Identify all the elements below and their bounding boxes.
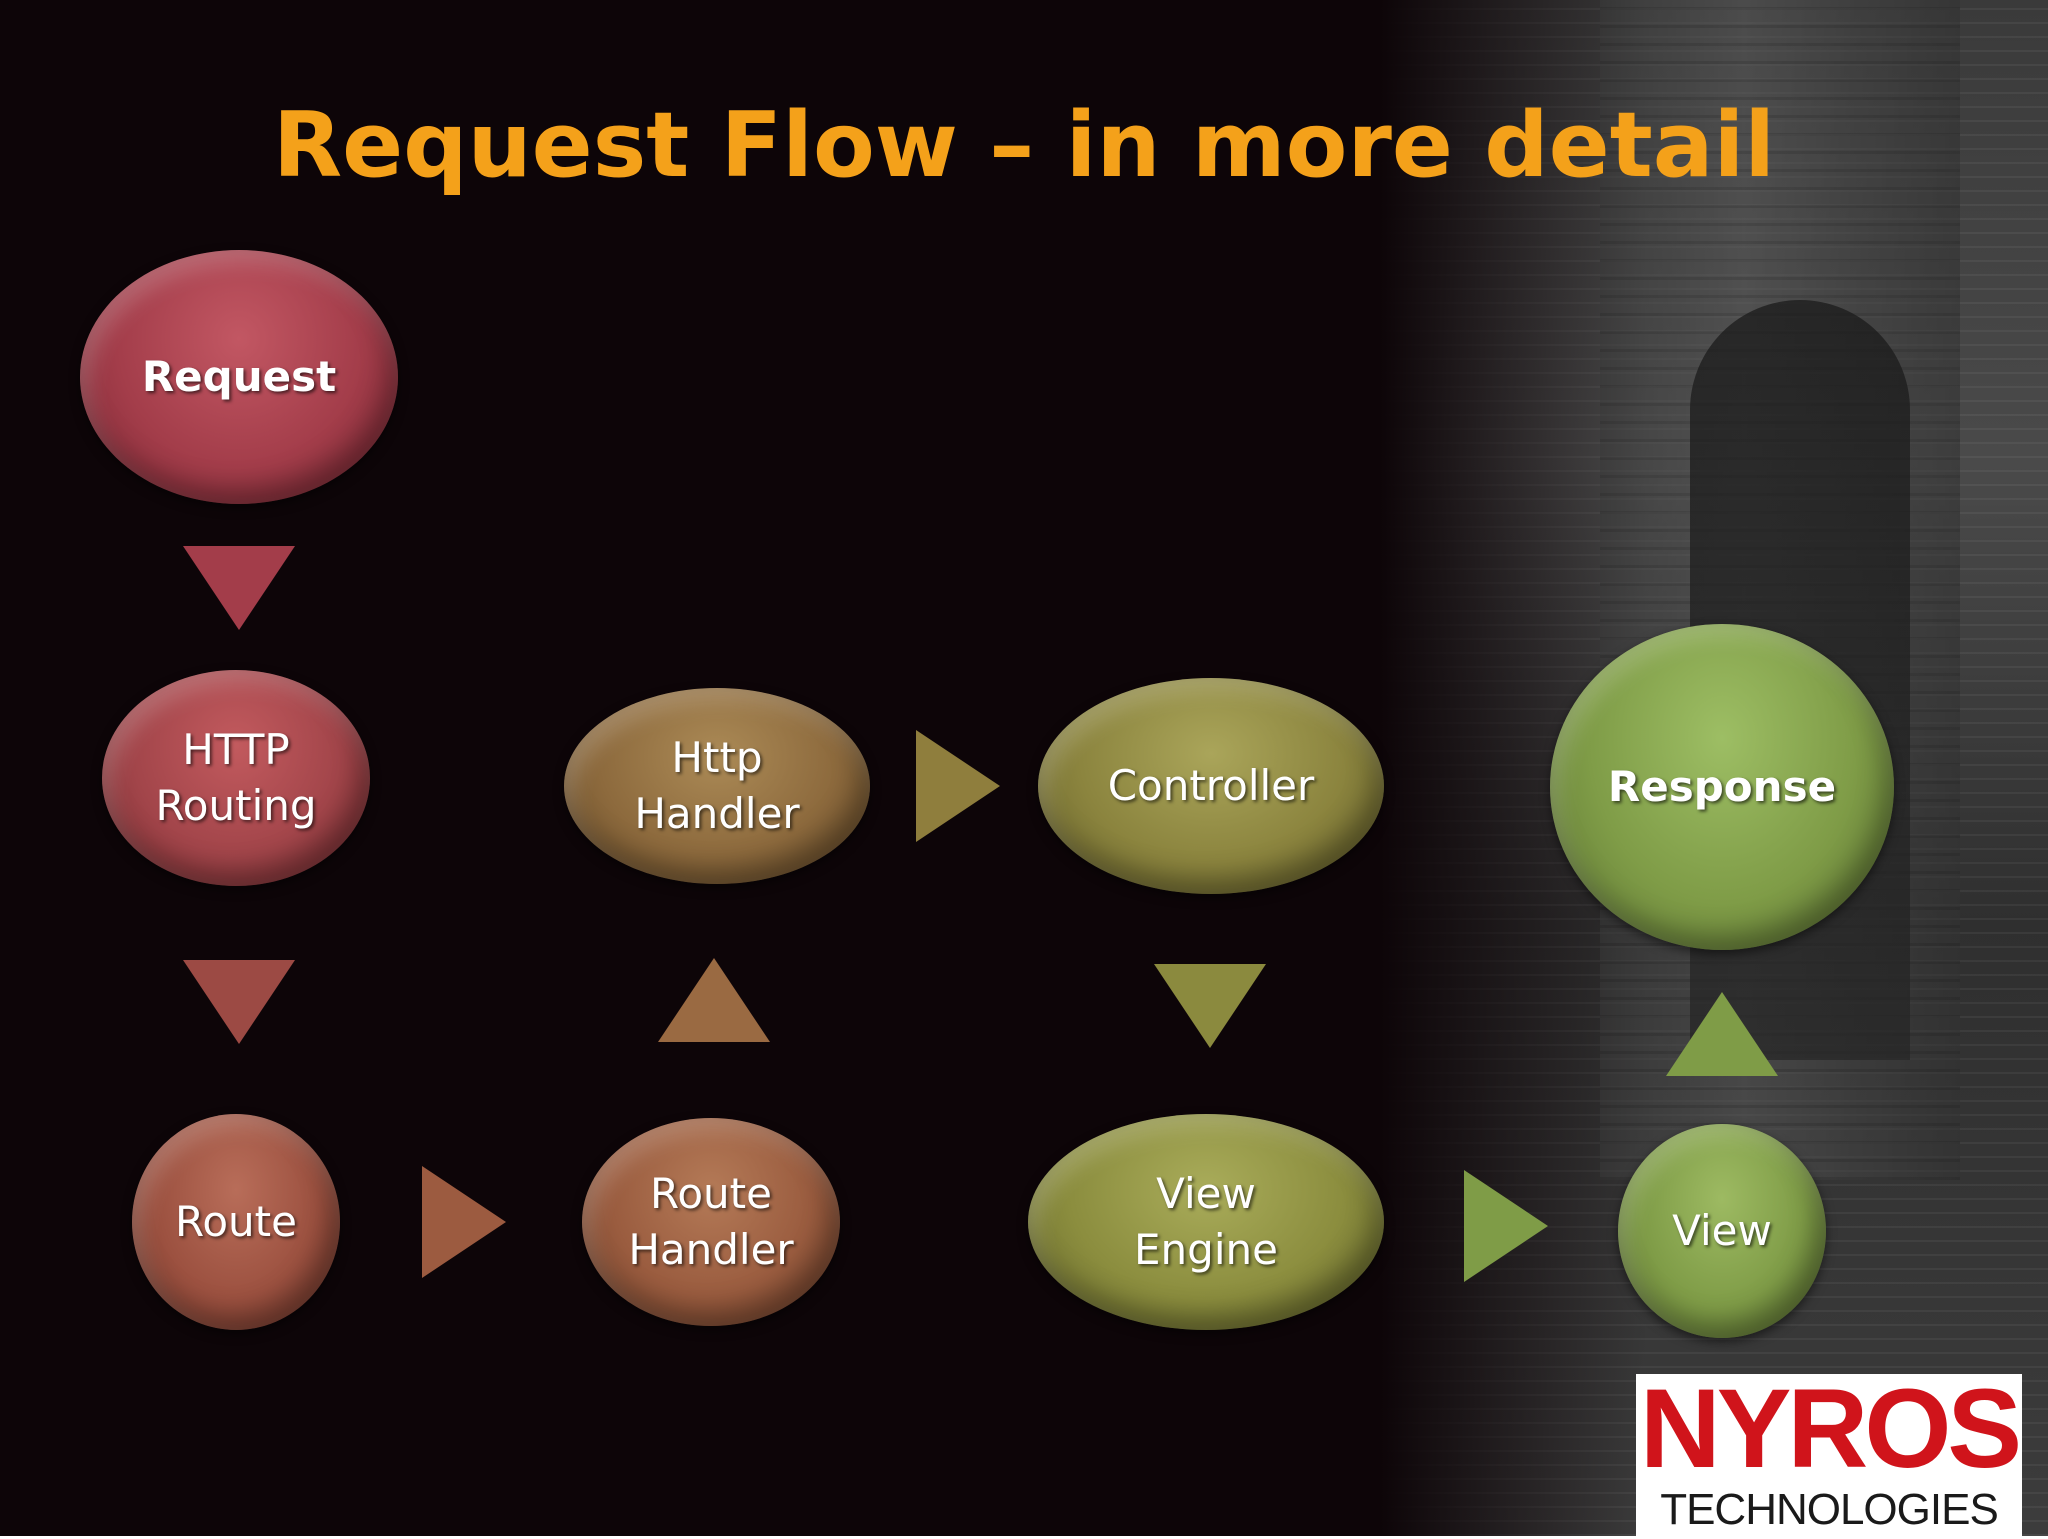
company-logo: NYROS TECHNOLOGIES [1636,1366,2022,1536]
node-controller: Controller [1038,678,1384,894]
arrow-view-engine-to-view [1464,1170,1548,1282]
node-request: Request [80,250,398,504]
node-http-handler: Http Handler [564,688,870,884]
logo-wordmark: NYROS [1639,1366,2022,1491]
arrow-controller-to-view-engine [1154,964,1266,1048]
slide-title: Request Flow – in more detail [272,93,1776,198]
node-http-routing: HTTP Routing [102,670,370,886]
logo-tagline: TECHNOLOGIES [1660,1485,1999,1534]
arrow-view-to-response [1666,992,1778,1076]
arrow-request-to-http-routing [183,546,295,630]
node-response: Response [1550,624,1894,950]
arrow-route-to-route-handler [422,1166,506,1278]
node-route-handler: Route Handler [582,1118,840,1326]
node-view: View [1618,1124,1826,1338]
arrow-http-routing-to-route [183,960,295,1044]
arrow-route-handler-to-http-handler [658,958,770,1042]
arrow-http-handler-to-controller [916,730,1000,842]
node-route: Route [132,1114,340,1330]
node-view-engine: View Engine [1028,1114,1384,1330]
